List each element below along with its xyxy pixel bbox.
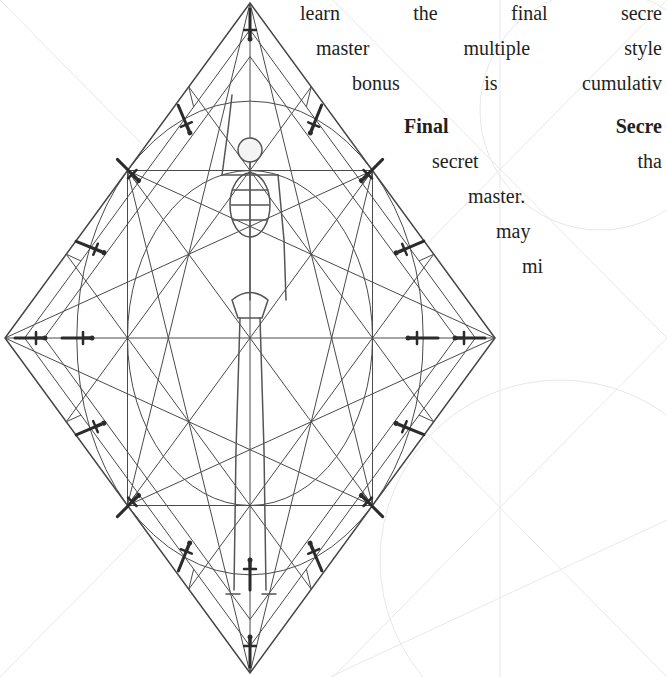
sword-icon (74, 236, 109, 259)
pattern-line (500, 0, 501, 677)
diamond-outline (5, 3, 495, 673)
body-text: learn the final secre (300, 0, 662, 26)
body-text: master. (468, 183, 662, 209)
raised-arm (222, 95, 232, 175)
rib (231, 204, 269, 206)
rib (233, 219, 267, 221)
sword-icon (173, 539, 196, 574)
lowered-arm (278, 175, 286, 300)
star-line (5, 171, 373, 339)
sword-icon (244, 558, 256, 591)
sword-icon (244, 9, 256, 42)
sword-icon (355, 489, 386, 520)
star-line (128, 171, 496, 339)
body-text: bonus is cumulativ (352, 70, 662, 96)
right-leg (260, 318, 266, 590)
sword-icon (392, 236, 427, 260)
sword-icon (173, 103, 197, 138)
sword-icon (15, 332, 48, 344)
sword-icon (355, 155, 386, 186)
sword-icon (453, 332, 486, 344)
sword-icon (304, 539, 328, 574)
sword-icon (392, 417, 427, 440)
foot (226, 593, 240, 595)
ribcage (230, 173, 270, 237)
sword-markers (15, 9, 485, 667)
section-heading: Final Secre (404, 113, 662, 139)
foot (262, 593, 276, 595)
body-text: mi (522, 253, 662, 279)
left-leg (234, 318, 240, 590)
rib (232, 189, 268, 191)
pelvis (232, 293, 268, 319)
grid-line (128, 171, 373, 506)
sword-icon (74, 417, 109, 441)
sword-icon (406, 332, 439, 344)
star-line (5, 338, 373, 506)
grid-line (128, 171, 373, 506)
sword-icon (62, 332, 95, 344)
shoulders (222, 174, 278, 176)
body-text: secret tha (432, 148, 662, 174)
star-line (128, 338, 496, 506)
sword-icon (304, 103, 327, 138)
skeleton-figure (222, 95, 286, 594)
sword-icon (244, 635, 256, 668)
sword-icon (113, 489, 144, 520)
spine (249, 162, 251, 300)
sword-icon (113, 155, 144, 186)
skull (238, 138, 262, 162)
body-text: master multiple style (316, 35, 662, 61)
geometric-figure (5, 3, 495, 673)
body-text: may (496, 218, 662, 244)
